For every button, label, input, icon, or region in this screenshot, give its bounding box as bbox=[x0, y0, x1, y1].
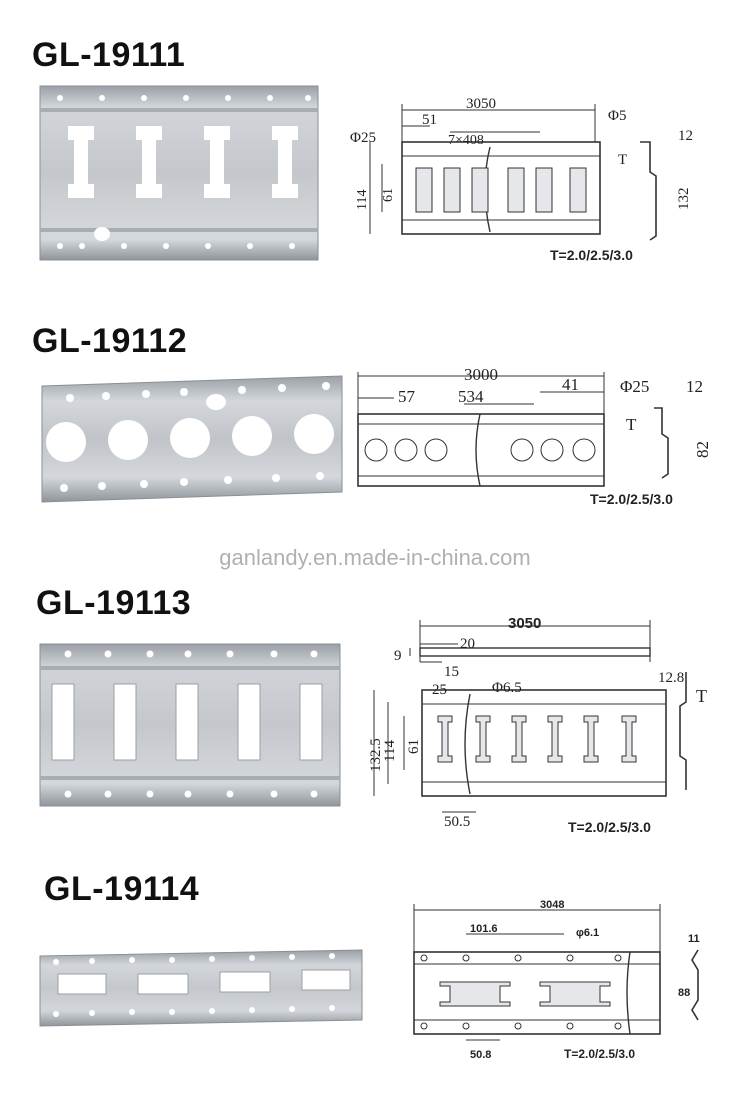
dim-edge: 12 bbox=[678, 128, 693, 144]
product-title: GL-19111 bbox=[32, 36, 186, 74]
dim-edge: 11 bbox=[688, 933, 700, 945]
dim-big-hole: Φ25 bbox=[620, 377, 649, 396]
product-photo-gl19111 bbox=[39, 85, 319, 261]
thickness-note: T=2.0/2.5/3.0 bbox=[590, 491, 673, 507]
dim-height: 88 bbox=[678, 987, 690, 999]
technical-drawing-gl19112: 3000 57 534 41 Φ25 12 T 82 T=2.0/2.5/3.0 bbox=[357, 365, 712, 507]
dim-length: 3050 bbox=[508, 615, 541, 632]
watermark: ganlandy.en.made-in-china.com bbox=[219, 545, 531, 570]
product-title: GL-19114 bbox=[44, 870, 200, 908]
dim-profile: 132 bbox=[676, 188, 692, 211]
dim-hole-pitch: 50.8 bbox=[470, 1049, 491, 1061]
thickness-note: T=2.0/2.5/3.0 bbox=[550, 247, 633, 263]
product-title: GL-19112 bbox=[32, 322, 188, 360]
dim-length: 3048 bbox=[540, 899, 564, 911]
dim-height: 114 bbox=[382, 740, 398, 762]
dim-pitch: 7×408 bbox=[448, 133, 484, 148]
dim-hole: Φ6.5 bbox=[492, 680, 522, 696]
dim-offset: 20 bbox=[460, 636, 475, 652]
t-label: T bbox=[626, 415, 637, 434]
t-label: T bbox=[618, 152, 627, 168]
dim-length: 3050 bbox=[466, 96, 496, 112]
dim-depth: 9 bbox=[394, 648, 402, 664]
dim-pitch: 50.5 bbox=[444, 814, 470, 830]
product-photo-gl19112 bbox=[41, 375, 343, 503]
technical-drawing-gl19113: 3050 20 15 9 25 Φ6.5 132.5 114 61 50.5 1… bbox=[368, 615, 707, 835]
dim-edge: 12.8 bbox=[658, 670, 684, 686]
dim-offset: 57 bbox=[398, 387, 416, 406]
product-photo-gl19113 bbox=[39, 643, 341, 807]
product-title: GL-19113 bbox=[36, 584, 192, 622]
thickness-note: T=2.0/2.5/3.0 bbox=[564, 1047, 635, 1061]
dim-step: 15 bbox=[444, 664, 459, 680]
dim-hole: φ6.1 bbox=[576, 927, 599, 939]
dim-length: 3000 bbox=[464, 365, 498, 384]
dim-profile: 82 bbox=[693, 441, 712, 458]
t-label: T bbox=[696, 686, 707, 706]
dim-slot-width: 25 bbox=[432, 682, 447, 698]
dim-total-height: 132.5 bbox=[368, 738, 384, 772]
dim-pitch: 101.6 bbox=[470, 923, 498, 935]
dim-offset: 51 bbox=[422, 112, 437, 128]
dim-big-hole: Φ25 bbox=[350, 130, 376, 146]
thickness-note: T=2.0/2.5/3.0 bbox=[568, 819, 651, 835]
dim-pitch: 534 bbox=[458, 387, 484, 406]
product-photo-gl19114 bbox=[39, 949, 363, 1027]
technical-drawing-gl19111: 3050 51 7×408 Φ5 Φ25 114 61 T 12 132 T=2… bbox=[350, 96, 693, 263]
dim-height: 114 bbox=[355, 190, 370, 210]
technical-drawing-gl19114: 3048 101.6 φ6.1 11 88 50.8 T=2.0/2.5/3.0 bbox=[413, 899, 700, 1061]
dim-end: 41 bbox=[562, 375, 579, 394]
dim-edge: 12 bbox=[686, 377, 703, 396]
dim-slot: 61 bbox=[406, 739, 422, 754]
dim-slot: 61 bbox=[381, 188, 396, 202]
dim-hole: Φ5 bbox=[608, 108, 626, 124]
